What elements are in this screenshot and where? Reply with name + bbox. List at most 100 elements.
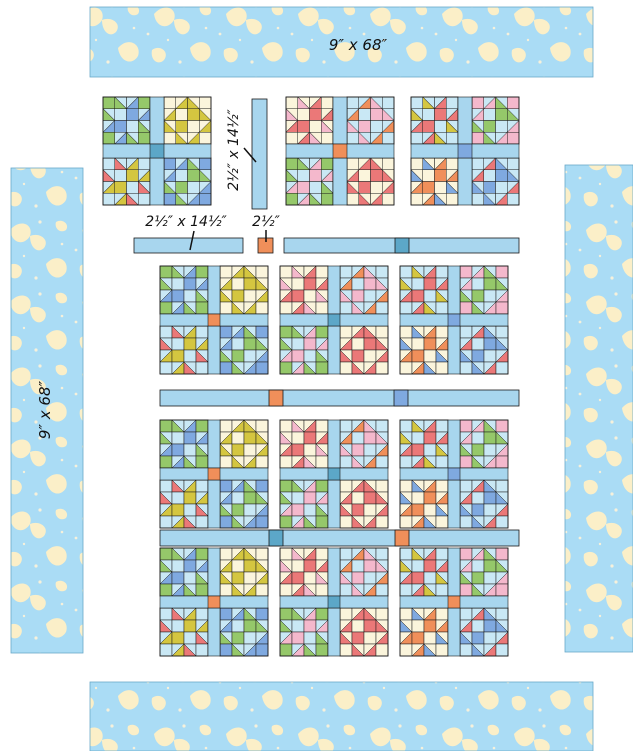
block-section: [400, 266, 508, 374]
square-patch: [424, 560, 436, 572]
row-cornerstone: [395, 530, 409, 546]
star-block: [280, 266, 328, 314]
square-patch: [460, 644, 472, 656]
square-patch: [340, 266, 352, 278]
square-patch: [164, 158, 176, 170]
square-patch: [280, 608, 292, 620]
square-patch: [352, 338, 364, 350]
square-patch: [460, 266, 472, 278]
star-block: [280, 480, 328, 528]
square-patch: [164, 132, 176, 144]
square-patch: [352, 290, 364, 302]
square-patch: [256, 584, 268, 596]
dimension-labels: 9″ x 68″ 9″ x 68″ 2½″ x 14½″ 2½″ x 14½″ …: [36, 36, 388, 439]
square-patch: [160, 516, 172, 528]
square-patch: [115, 170, 127, 182]
square-patch: [188, 109, 200, 121]
square-patch: [424, 350, 436, 362]
square-patch: [304, 444, 316, 456]
square-patch: [484, 632, 496, 644]
square-patch: [172, 444, 184, 456]
square-patch: [496, 548, 508, 560]
square-patch: [160, 326, 172, 338]
square-patch: [298, 170, 310, 182]
vertical-sashing-label: 2½″ x 14½″: [226, 108, 242, 190]
square-patch: [188, 170, 200, 182]
square-patch: [298, 121, 310, 133]
blocks-layer: [103, 97, 519, 656]
square-patch: [460, 456, 472, 468]
square-patch: [364, 444, 376, 456]
square-patch: [340, 302, 352, 314]
square-patch: [172, 338, 184, 350]
square-patch: [199, 97, 211, 109]
square-patch: [364, 432, 376, 444]
square-patch: [292, 492, 304, 504]
square-patch: [220, 584, 232, 596]
star-block: [460, 266, 508, 314]
star-block: [160, 326, 208, 374]
square-patch: [160, 644, 172, 656]
square-patch: [304, 492, 316, 504]
square-patch: [424, 338, 436, 350]
square-patch: [176, 182, 188, 194]
square-patch: [435, 170, 447, 182]
square-patch: [316, 584, 328, 596]
cornerstone: [333, 144, 347, 158]
square-patch: [472, 132, 484, 144]
square-patch: [460, 362, 472, 374]
square-patch: [376, 326, 388, 338]
square-patch: [436, 644, 448, 656]
square-patch: [316, 456, 328, 468]
square-patch: [304, 338, 316, 350]
square-patch: [115, 109, 127, 121]
top-border-label: 9″ x 68″: [329, 36, 388, 54]
square-patch: [436, 608, 448, 620]
star-block: [400, 266, 448, 314]
square-patch: [184, 350, 196, 362]
star-block: [347, 97, 394, 144]
square-patch: [304, 572, 316, 584]
square-patch: [196, 326, 208, 338]
square-patch: [280, 302, 292, 314]
square-patch: [172, 432, 184, 444]
square-patch: [184, 632, 196, 644]
cornerstone: [328, 596, 340, 608]
square-patch: [164, 97, 176, 109]
square-patch: [244, 620, 256, 632]
square-patch: [220, 362, 232, 374]
bottom-border: [90, 682, 593, 751]
square-patch: [340, 480, 352, 492]
square-patch: [304, 350, 316, 362]
star-block: [411, 97, 458, 144]
square-patch: [184, 444, 196, 456]
square-patch: [103, 193, 115, 205]
square-patch: [412, 560, 424, 572]
square-patch: [424, 620, 436, 632]
square-patch: [172, 560, 184, 572]
square-patch: [232, 278, 244, 290]
square-patch: [484, 182, 496, 194]
square-patch: [376, 516, 388, 528]
square-patch: [436, 302, 448, 314]
square-patch: [196, 584, 208, 596]
square-patch: [371, 182, 383, 194]
square-patch: [435, 121, 447, 133]
square-patch: [160, 266, 172, 278]
square-patch: [364, 504, 376, 516]
square-patch: [496, 266, 508, 278]
square-patch: [382, 132, 394, 144]
square-patch: [424, 432, 436, 444]
star-block: [160, 480, 208, 528]
square-patch: [256, 608, 268, 620]
square-patch: [172, 278, 184, 290]
square-patch: [196, 644, 208, 656]
square-patch: [256, 326, 268, 338]
square-patch: [411, 193, 423, 205]
star-block: [340, 266, 388, 314]
square-patch: [316, 480, 328, 492]
square-patch: [423, 170, 435, 182]
square-patch: [196, 608, 208, 620]
square-patch: [484, 444, 496, 456]
